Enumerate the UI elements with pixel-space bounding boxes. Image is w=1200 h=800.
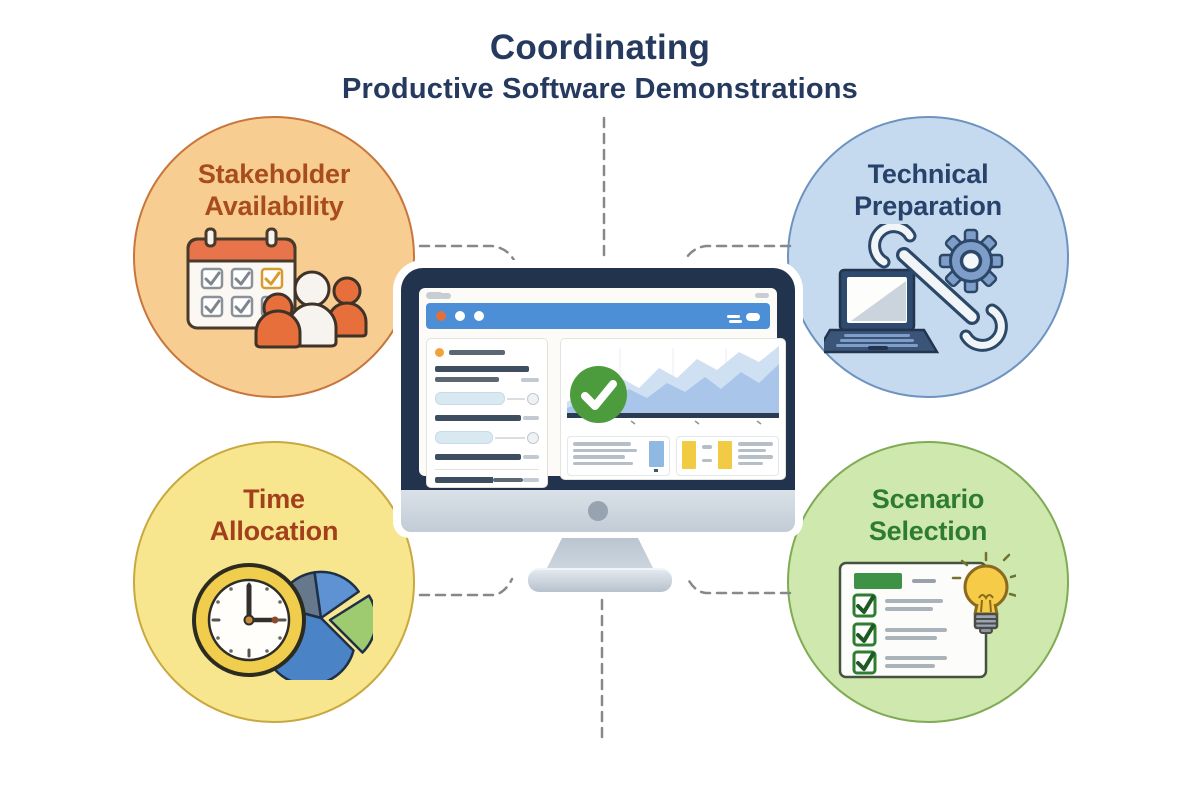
node-label-line2: Availability	[204, 191, 344, 222]
window-dot-white	[474, 311, 484, 321]
list-bar	[523, 455, 539, 459]
technical-icons	[824, 224, 1008, 354]
check-icon	[581, 380, 617, 410]
list-bar	[435, 366, 529, 372]
window-control-blob	[755, 293, 769, 298]
text-line	[738, 455, 773, 459]
tiny-mark	[654, 469, 658, 472]
text-line	[702, 458, 712, 462]
text-line	[702, 445, 712, 449]
node-stakeholder-availability: Stakeholder Availability	[133, 116, 415, 398]
monitor	[393, 260, 803, 538]
browser-title-bar	[426, 303, 770, 329]
text-line	[738, 448, 766, 452]
node-label-line2: Allocation	[209, 516, 339, 547]
sidebar-list-panel	[426, 338, 548, 488]
node-label-line2: Preparation	[854, 191, 1002, 222]
orange-bullet	[435, 348, 444, 357]
list-bar	[493, 477, 523, 483]
monitor-chin	[401, 490, 795, 532]
summary-table-cards	[567, 436, 779, 476]
list-bar	[521, 377, 539, 382]
slider-pill	[435, 431, 493, 444]
stakeholder-icons	[186, 227, 368, 349]
diagram-title: Coordinating Productive Software Demonst…	[0, 28, 1200, 106]
blue-bar-cell	[649, 441, 664, 472]
wrench-icon	[868, 224, 1008, 352]
window-control-blob	[439, 293, 451, 299]
people-icon	[254, 270, 368, 349]
node-label-line1: Scenario	[871, 484, 985, 514]
clock-icon	[192, 563, 306, 677]
connector-bottom-left	[418, 577, 514, 597]
list-bar	[523, 416, 539, 420]
summary-card	[567, 436, 670, 476]
window-dot-orange	[436, 311, 446, 321]
checklist-icon	[838, 561, 988, 679]
time-icons	[192, 563, 373, 680]
node-label: Scenario Selection	[789, 483, 1067, 548]
gear-icon	[938, 228, 1004, 294]
browser-chrome	[419, 288, 777, 303]
text-line	[573, 455, 625, 459]
list-bar	[435, 454, 521, 460]
slider-knob	[527, 392, 539, 405]
list-bar	[435, 477, 493, 483]
connector-bottom-right	[686, 577, 792, 595]
window-control-blob	[426, 292, 443, 299]
monitor-stand-neck	[544, 536, 656, 574]
laptop-icon	[824, 268, 940, 354]
monitor-bezel	[401, 268, 795, 490]
title-line-1: Coordinating	[489, 28, 711, 67]
chart-baseline	[563, 413, 783, 418]
node-label-line1: Time	[243, 484, 305, 514]
text-line	[573, 448, 637, 452]
node-label-line1: Stakeholder	[197, 159, 351, 189]
node-label: Stakeholder Availability	[135, 158, 413, 223]
arrows-icon	[727, 314, 742, 323]
success-check-badge	[570, 366, 627, 423]
text-line	[573, 461, 633, 465]
slider-track	[507, 397, 525, 400]
scenario-icons	[838, 551, 1016, 679]
slider-track	[495, 436, 525, 439]
list-bar	[449, 350, 505, 355]
text-line	[573, 442, 631, 446]
slider-knob	[527, 431, 539, 444]
link-icon	[746, 313, 760, 321]
window-dot-white	[455, 311, 465, 321]
monitor-screen	[419, 288, 786, 488]
title-line-2: Productive Software Demonstrations	[341, 73, 858, 105]
text-line	[738, 461, 763, 465]
node-label-line1: Technical	[867, 159, 989, 189]
divider	[435, 469, 539, 470]
summary-card	[676, 436, 779, 476]
node-label-line2: Selection	[868, 516, 988, 547]
camera-dot	[588, 501, 608, 521]
node-label: Technical Preparation	[789, 158, 1067, 223]
list-bar	[435, 377, 499, 382]
monitor-stand-base	[528, 568, 672, 592]
list-bar	[523, 478, 539, 482]
text-line	[738, 442, 773, 446]
browser-bar-icons	[727, 311, 760, 323]
list-bar	[435, 415, 521, 421]
lightbulb-icon	[951, 551, 1016, 634]
node-label: Time Allocation	[135, 483, 413, 548]
slider-pill	[435, 392, 505, 405]
yellow-bar-cell	[682, 441, 696, 469]
yellow-bar-cell	[718, 441, 732, 469]
